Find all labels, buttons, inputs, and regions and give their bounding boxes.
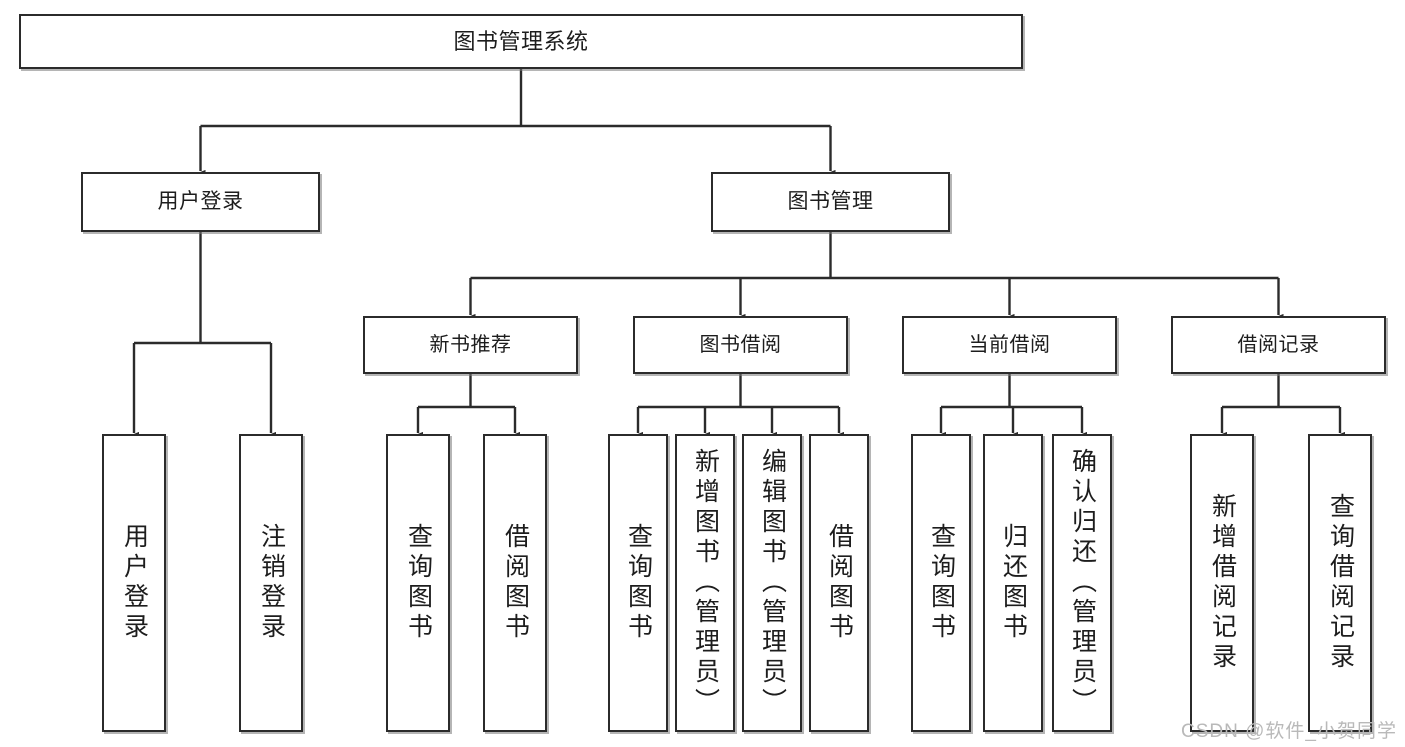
node-leaf-borrow-book-2-label: 借阅图书 bbox=[825, 523, 854, 643]
node-current-borrow[interactable]: 当前借阅 bbox=[902, 316, 1117, 374]
node-book-borrow[interactable]: 图书借阅 bbox=[633, 316, 848, 374]
node-root-label: 图书管理系统 bbox=[453, 28, 589, 54]
node-leaf-logout[interactable]: 注销登录 bbox=[239, 434, 303, 732]
node-leaf-query-book-1-label: 查询图书 bbox=[404, 523, 433, 643]
node-root[interactable]: 图书管理系统 bbox=[19, 14, 1023, 69]
node-user-login[interactable]: 用户登录 bbox=[81, 172, 320, 232]
node-leaf-add-book[interactable]: 新增图书（管理员） bbox=[675, 434, 735, 732]
node-leaf-add-book-label: 新增图书（管理员） bbox=[691, 448, 720, 718]
node-leaf-user-login-label: 用户登录 bbox=[120, 523, 149, 643]
node-leaf-query-book-1[interactable]: 查询图书 bbox=[386, 434, 450, 732]
watermark: CSDN @软件_小贺同学 bbox=[1181, 721, 1397, 742]
node-leaf-add-borrow-record-label: 新增借阅记录 bbox=[1208, 493, 1237, 673]
node-leaf-query-borrow-record-label: 查询借阅记录 bbox=[1326, 493, 1355, 673]
node-borrow-record-label: 借阅记录 bbox=[1237, 333, 1320, 356]
node-leaf-query-book-3[interactable]: 查询图书 bbox=[911, 434, 971, 732]
node-leaf-query-book-2-label: 查询图书 bbox=[624, 523, 653, 643]
node-leaf-add-borrow-record[interactable]: 新增借阅记录 bbox=[1190, 434, 1254, 732]
node-leaf-query-borrow-record[interactable]: 查询借阅记录 bbox=[1308, 434, 1372, 732]
node-leaf-confirm-return-label: 确认归还（管理员） bbox=[1068, 448, 1097, 718]
node-leaf-edit-book[interactable]: 编辑图书（管理员） bbox=[742, 434, 802, 732]
node-leaf-return-book-label: 归还图书 bbox=[999, 523, 1028, 643]
node-leaf-query-book-2[interactable]: 查询图书 bbox=[608, 434, 668, 732]
node-leaf-user-login[interactable]: 用户登录 bbox=[102, 434, 166, 732]
node-leaf-edit-book-label: 编辑图书（管理员） bbox=[758, 448, 787, 718]
node-leaf-query-book-3-label: 查询图书 bbox=[927, 523, 956, 643]
node-leaf-borrow-book-1[interactable]: 借阅图书 bbox=[483, 434, 547, 732]
node-leaf-return-book[interactable]: 归还图书 bbox=[983, 434, 1043, 732]
node-new-book-recommend-label: 新书推荐 bbox=[429, 333, 512, 356]
node-leaf-borrow-book-1-label: 借阅图书 bbox=[501, 523, 530, 643]
node-book-borrow-label: 图书借阅 bbox=[699, 333, 782, 356]
node-current-borrow-label: 当前借阅 bbox=[968, 333, 1051, 356]
node-leaf-logout-label: 注销登录 bbox=[257, 523, 286, 643]
node-leaf-borrow-book-2[interactable]: 借阅图书 bbox=[809, 434, 869, 732]
node-user-login-label: 用户登录 bbox=[157, 189, 244, 213]
node-leaf-confirm-return[interactable]: 确认归还（管理员） bbox=[1052, 434, 1112, 732]
node-new-book-recommend[interactable]: 新书推荐 bbox=[363, 316, 578, 374]
node-book-manage[interactable]: 图书管理 bbox=[711, 172, 950, 232]
node-book-manage-label: 图书管理 bbox=[787, 189, 874, 213]
node-borrow-record[interactable]: 借阅记录 bbox=[1171, 316, 1386, 374]
